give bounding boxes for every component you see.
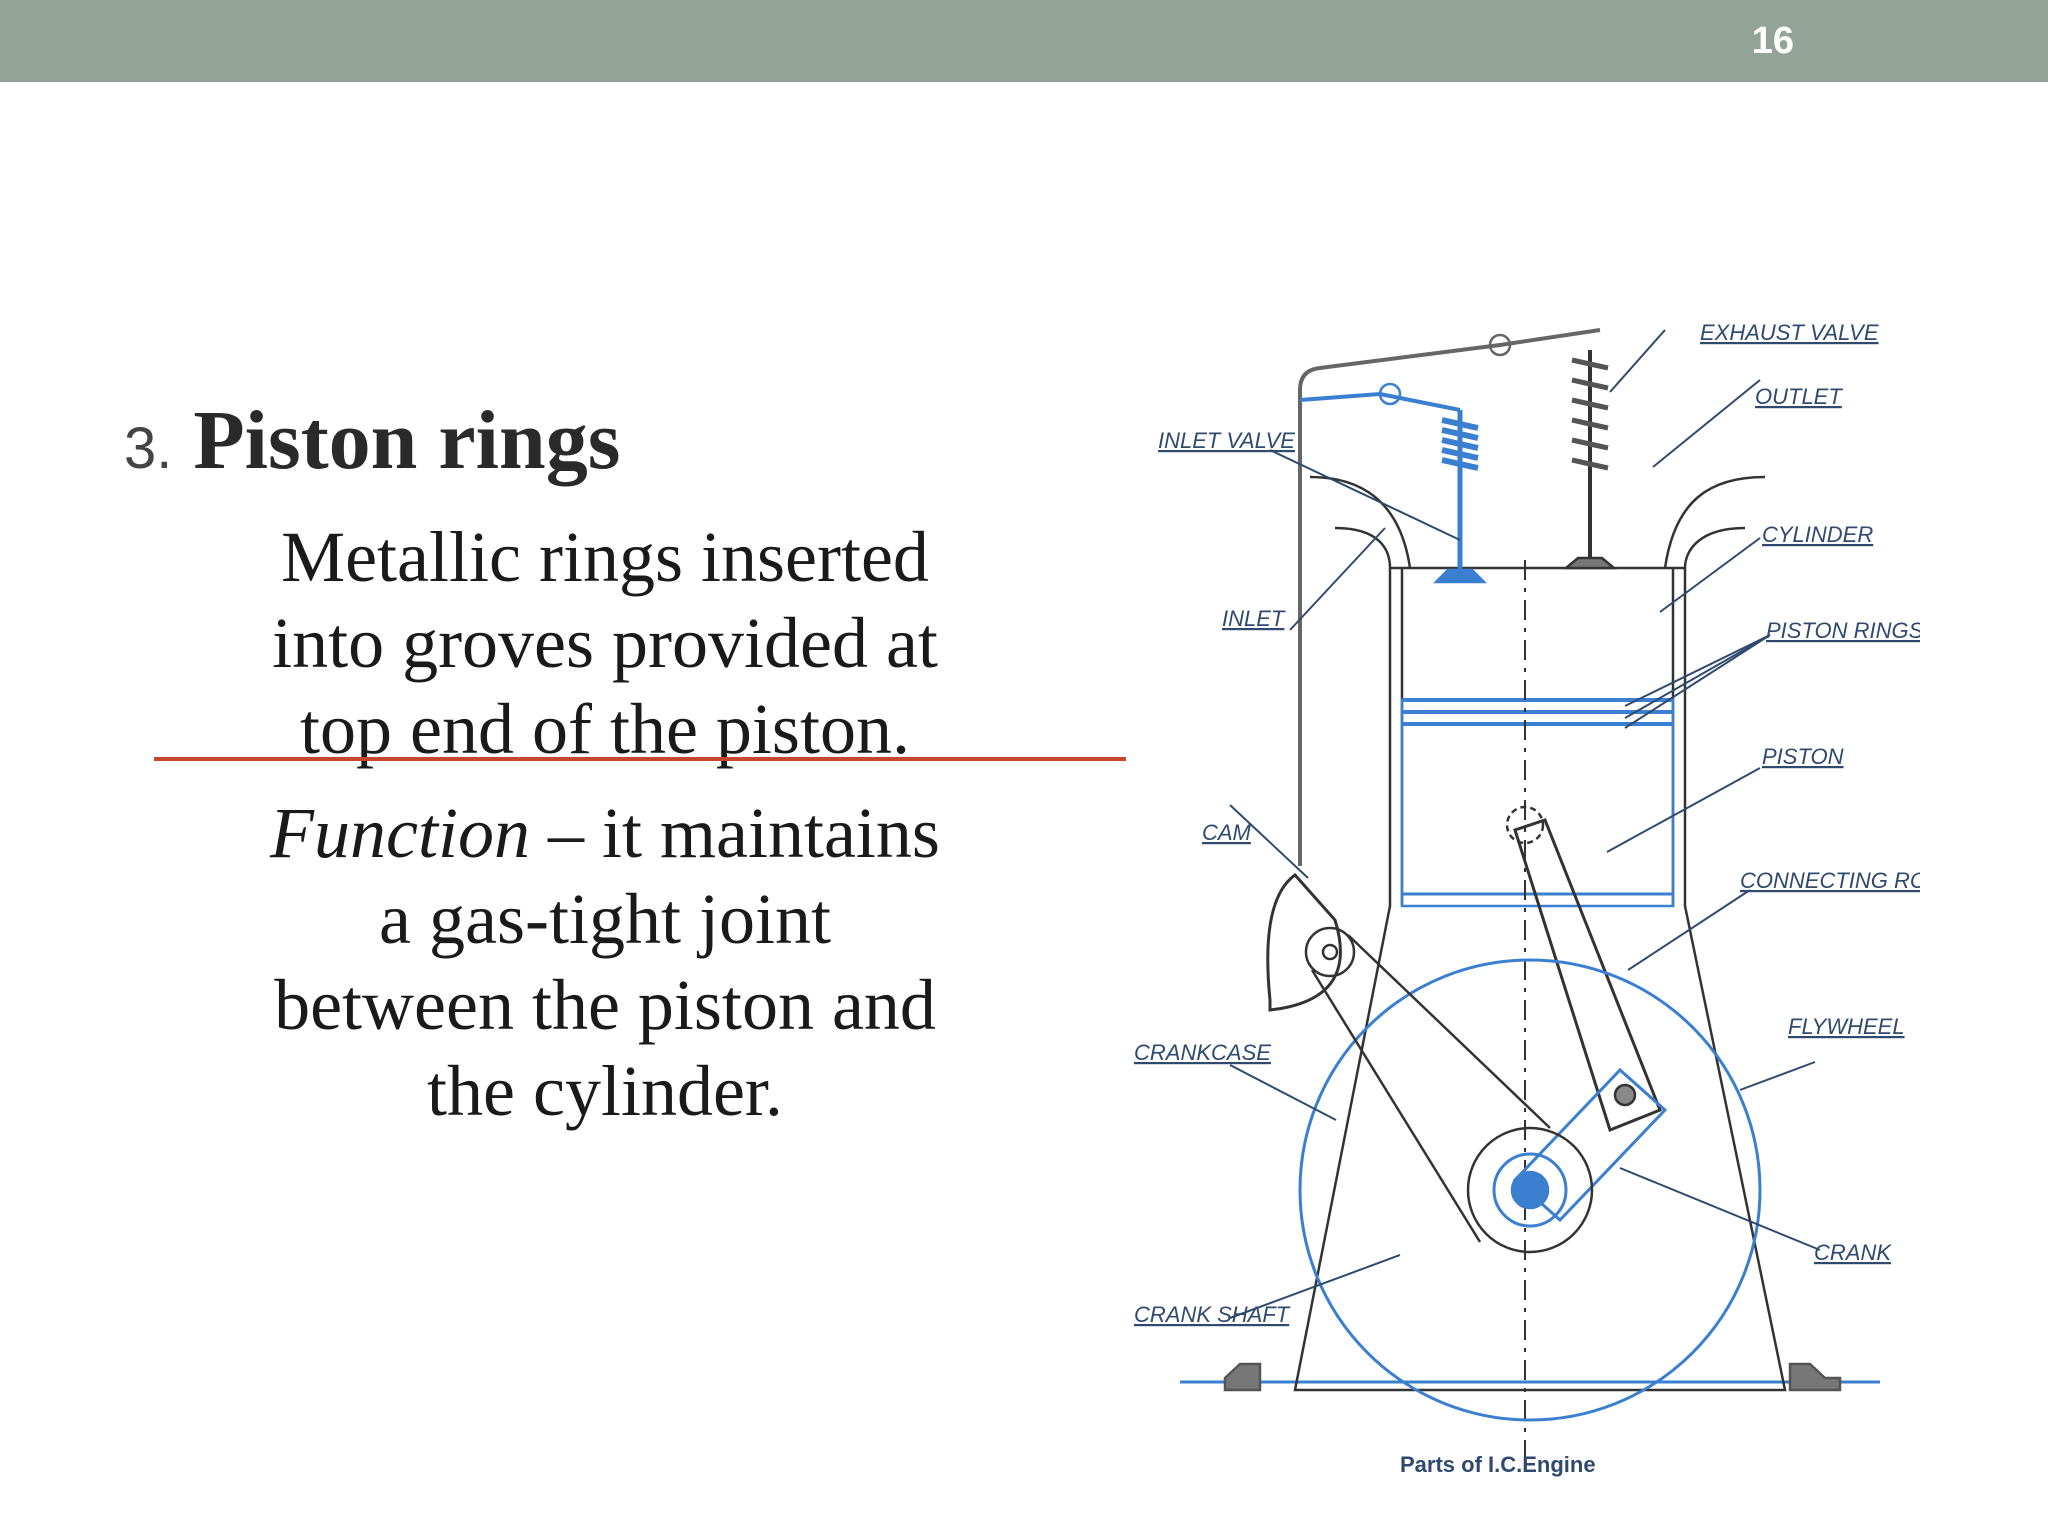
- cam: [1266, 872, 1342, 1012]
- slide-heading: 3. Piston rings: [124, 392, 620, 489]
- piston-body: [1400, 698, 1675, 908]
- function-line: the cylinder.: [427, 1051, 783, 1131]
- exhaust-valve-spring: [1571, 357, 1609, 471]
- label-cam: CAM: [1202, 820, 1252, 845]
- description-line: top end of the piston.: [300, 689, 910, 769]
- outlet-port: [1683, 526, 1746, 569]
- label-inlet-valve: INLET VALVE: [1158, 428, 1295, 453]
- leader-crank-shaft: [1229, 1254, 1401, 1319]
- base-foot-right: [1788, 1362, 1842, 1392]
- outlet-duct: [1663, 475, 1766, 569]
- label-flywheel: FLYWHEEL: [1788, 1014, 1905, 1039]
- slide-number: 16: [1751, 20, 1794, 62]
- function-term: Function: [270, 793, 530, 873]
- base-foot-left: [1223, 1362, 1262, 1392]
- leader-connecting-rod: [1627, 889, 1751, 971]
- leader-piston-rings: [1624, 634, 1771, 707]
- gudgeon-pin: [1505, 805, 1545, 845]
- label-connecting-rod: CONNECTING ROD: [1740, 868, 1920, 893]
- label-crankcase: CRANKCASE: [1134, 1040, 1271, 1065]
- diagram-caption: Parts of I.C.Engine: [1400, 1452, 1596, 1477]
- function-line: Function – it maintains: [195, 790, 1015, 876]
- leader-outlet: [1652, 379, 1761, 468]
- inlet-duct: [1309, 475, 1412, 569]
- description-line: Metallic rings inserted: [281, 517, 929, 597]
- label-outlet: OUTLET: [1755, 384, 1843, 409]
- function-line: between the piston and: [274, 965, 936, 1045]
- label-piston-rings: PISTON RINGS: [1766, 618, 1920, 643]
- crank-web: [1466, 1126, 1594, 1254]
- label-cylinder: CYLINDER: [1762, 522, 1873, 547]
- push-rod-rocker: [1298, 328, 1601, 866]
- description-paragraph: Metallic rings inserted into groves prov…: [195, 514, 1015, 772]
- label-piston: PISTON: [1762, 744, 1844, 769]
- cam-pulley: [1304, 926, 1356, 978]
- label-inlet: INLET: [1222, 606, 1286, 631]
- leader-piston: [1606, 767, 1761, 853]
- engine-diagram: EXHAUST VALVE OUTLET INLET VALVE CYLINDE…: [1134, 320, 1920, 1477]
- leader-flywheel: [1739, 1061, 1816, 1091]
- divider-line: [154, 757, 1126, 761]
- leader-inlet: [1289, 527, 1386, 631]
- inlet-valve-head: [1432, 568, 1488, 584]
- label-crank: CRANK: [1814, 1240, 1892, 1265]
- label-exhaust-valve: EXHAUST VALVE: [1700, 320, 1879, 345]
- engine-body: [1293, 568, 1787, 1392]
- crank-shaft-hub: [1510, 1170, 1550, 1210]
- function-line: a gas-tight joint: [379, 879, 831, 959]
- inlet-valve-spring: [1441, 417, 1479, 471]
- leader-cylinder: [1659, 537, 1761, 613]
- leader-cam: [1229, 804, 1309, 879]
- leader-inlet-valve: [1269, 449, 1461, 541]
- header-bar: 16: [0, 0, 2048, 82]
- label-crank-shaft: CRANK SHAFT: [1134, 1302, 1291, 1327]
- function-paragraph: Function – it maintains a gas-tight join…: [195, 790, 1015, 1134]
- leader-crank: [1619, 1167, 1821, 1251]
- crank-arm: [1512, 1067, 1668, 1223]
- exhaust-valve-head: [1562, 556, 1618, 570]
- leader-exhaust-valve: [1609, 329, 1666, 393]
- flywheel: [1298, 958, 1762, 1422]
- description-line: into groves provided at: [272, 603, 938, 683]
- leader-crankcase: [1229, 1064, 1337, 1121]
- heading-title: Piston rings: [193, 394, 621, 487]
- connecting-rod: [1513, 818, 1662, 1132]
- heading-number: 3.: [124, 416, 173, 481]
- inlet-port: [1334, 526, 1392, 569]
- function-rest: – it maintains: [529, 793, 940, 873]
